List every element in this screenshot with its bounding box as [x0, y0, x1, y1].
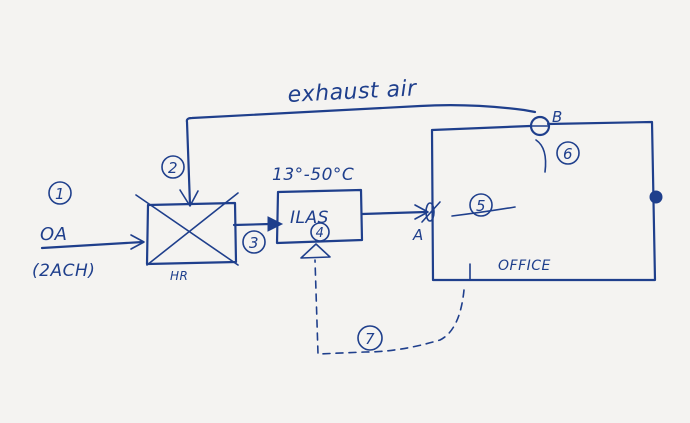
temp-range-label: 13°-50°C — [272, 165, 354, 185]
ach-label: (2ACH) — [32, 261, 95, 281]
wall-sensor-icon — [649, 190, 663, 204]
supply-arrowhead — [414, 204, 429, 220]
marker-4: 4 — [310, 222, 330, 242]
office-room — [430, 120, 657, 282]
office-label: OFFICE — [498, 258, 551, 274]
oa-label: OA — [40, 224, 67, 245]
svg-text:3: 3 — [249, 234, 259, 252]
hr-cross-b — [146, 192, 239, 266]
damper-a-blade — [421, 201, 441, 223]
ilas-sensor-triangle — [300, 243, 331, 259]
fan-6-pointer — [535, 139, 547, 173]
svg-text:2: 2 — [168, 159, 178, 177]
supply-line — [360, 210, 428, 216]
hr-to-ilas-line — [232, 222, 272, 227]
marker-5: 5 — [469, 193, 493, 217]
ilas-label: ILAS — [290, 208, 329, 228]
exhaust-arrowhead — [179, 189, 199, 207]
svg-text:7: 7 — [365, 330, 375, 348]
point-a-label: A — [412, 226, 424, 244]
svg-text:1: 1 — [55, 185, 65, 203]
hr-label: HR — [170, 269, 188, 283]
hr-box — [145, 201, 238, 266]
svg-text:6: 6 — [563, 145, 573, 163]
damper-a — [425, 202, 435, 222]
diffuser-5 — [451, 206, 516, 217]
oa-arrowhead — [130, 234, 145, 250]
exhaust-air-label: exhaust air — [287, 76, 419, 108]
marker-2: 2 — [161, 155, 185, 179]
svg-text:4: 4 — [316, 226, 325, 241]
svg-text:5: 5 — [476, 197, 486, 215]
marker-1: 1 — [48, 181, 72, 205]
control-line-7 — [314, 259, 465, 355]
marker-7: 7 — [357, 325, 383, 351]
point-b-label: B — [552, 108, 563, 126]
exhaust-duct-line — [185, 104, 537, 207]
oa-inlet-line — [40, 240, 145, 250]
marker-3: 3 — [242, 230, 266, 254]
ilas-inlet-arrowhead — [267, 216, 284, 232]
ilas-box — [275, 188, 364, 245]
marker-6: 6 — [556, 141, 580, 165]
hr-cross-a — [135, 194, 239, 266]
